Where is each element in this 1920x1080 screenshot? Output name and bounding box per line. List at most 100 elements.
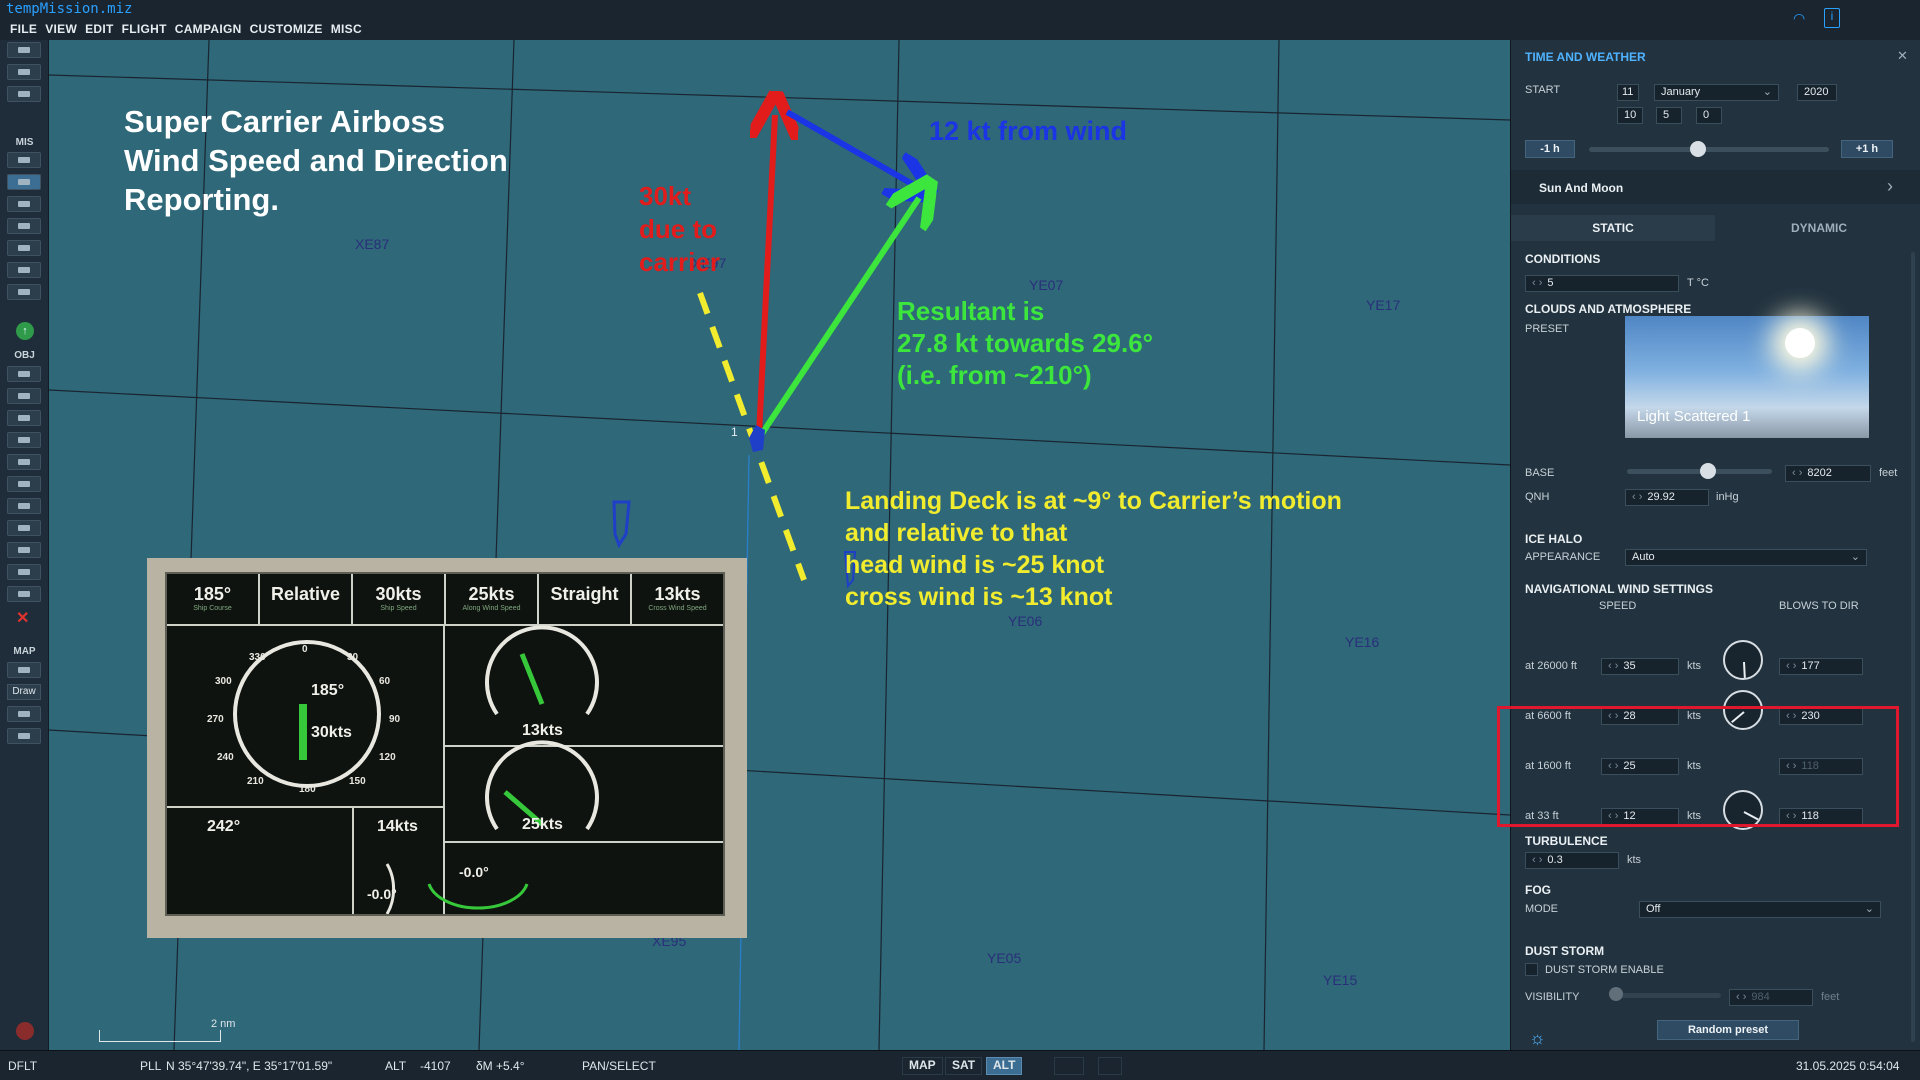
tower-icon[interactable]: i (1824, 8, 1840, 28)
yellow-line: and relative to that (845, 519, 1068, 547)
menu-edit[interactable]: EDIT (85, 22, 114, 36)
start-hour-input[interactable]: 10 (1617, 107, 1643, 124)
qnh-input[interactable]: ‹ ›29.92 (1625, 489, 1709, 506)
appearance-value: Auto (1632, 551, 1655, 563)
delete-icon[interactable]: ✕ (16, 610, 30, 627)
map-mode-button[interactable]: MAP (902, 1057, 943, 1075)
add-nav-point-button[interactable] (7, 542, 41, 558)
base-value: 8202 (1807, 467, 1832, 479)
weather-button[interactable] (7, 174, 41, 190)
temperature-input[interactable]: ‹ ›5 (1525, 275, 1679, 292)
ship-speed-bar (299, 704, 307, 760)
wind-direction-dial[interactable] (1723, 640, 1763, 680)
add-plane-button[interactable] (7, 366, 41, 382)
title-bar: tempMission.miz (0, 0, 1510, 18)
tab-dynamic[interactable]: DYNAMIC (1791, 221, 1847, 235)
add-vehicle-button[interactable] (7, 432, 41, 448)
turbulence-input[interactable]: ‹ ›0.3 (1525, 852, 1619, 869)
settings-icon[interactable] (1098, 1057, 1122, 1075)
start-year-input[interactable]: 2020 (1797, 84, 1837, 101)
left-toolbar: MIS ↑ OBJ ✕ MAP Draw (0, 40, 49, 1050)
preset-name: Light Scattered 1 (1637, 408, 1751, 425)
menu-misc[interactable]: MISC (330, 22, 362, 36)
base-slider-thumb[interactable] (1699, 463, 1716, 479)
compass-tick: 300 (215, 676, 232, 687)
check-button[interactable] (7, 262, 41, 278)
wind-speed-unit: kts (1687, 760, 1702, 772)
ship-trim-value: -0.0° (367, 886, 397, 902)
time-slider-thumb[interactable] (1689, 141, 1706, 157)
wind-speed-input[interactable]: ‹ ›35 (1601, 658, 1679, 675)
mission-goals-button[interactable] (7, 152, 41, 168)
along-wind: 25kts (468, 584, 515, 604)
fog-mode-select[interactable]: Off⌄ (1639, 901, 1881, 918)
menu-customize[interactable]: CUSTOMIZE (249, 22, 323, 36)
base-input[interactable]: ‹ ›8202 (1785, 465, 1871, 482)
open-mission-button[interactable] (7, 64, 41, 80)
add-template-button[interactable] (7, 476, 41, 492)
wind-direction-input[interactable]: ‹ ›118 (1779, 758, 1863, 775)
wind-direction-input[interactable]: ‹ ›177 (1779, 658, 1863, 675)
up-arrow-icon[interactable]: ↑ (16, 322, 34, 340)
add-initial-point-button[interactable] (7, 564, 41, 580)
visibility-input[interactable]: ‹ ›984 (1729, 989, 1813, 1006)
compass-course: 185° (311, 682, 345, 699)
start-day-input[interactable]: 11 (1617, 84, 1639, 101)
visibility-slider-track[interactable] (1609, 987, 1721, 1001)
grid-label: YE06 (1008, 613, 1043, 629)
sat-mode-button[interactable]: SAT (945, 1057, 983, 1075)
menu-campaign[interactable]: CAMPAIGN (174, 22, 242, 36)
base-slider-track[interactable] (1627, 463, 1772, 479)
layers-icon[interactable] (1054, 1057, 1084, 1075)
wind-direction-input[interactable]: ‹ ›230 (1779, 708, 1863, 725)
coordinates: N 35°47'39.74", E 35°17'01.59" (166, 1059, 333, 1073)
plus-hour-button[interactable]: +1 h (1841, 140, 1893, 158)
start-month-select[interactable]: January⌄ (1654, 84, 1779, 101)
save-mission-button[interactable] (7, 86, 41, 102)
draw-button[interactable]: Draw (7, 684, 41, 700)
menu-flight[interactable]: FLIGHT (121, 22, 167, 36)
visibility-slider-thumb[interactable] (1609, 987, 1623, 1001)
add-helicopter-button[interactable] (7, 388, 41, 404)
profile-select[interactable]: DFLT (8, 1059, 38, 1073)
panel-scrollbar[interactable] (1911, 252, 1915, 1042)
wind-direction-dial[interactable] (1723, 790, 1763, 830)
compass-tick: 240 (217, 752, 234, 763)
minus-hour-button[interactable]: -1 h (1525, 140, 1575, 158)
resource-manager-button[interactable] (7, 284, 41, 300)
briefing-button[interactable] (7, 240, 41, 256)
add-zone-button[interactable] (7, 498, 41, 514)
add-shape-button[interactable] (7, 586, 41, 602)
wind-speed-input[interactable]: ‹ ›25 (1601, 758, 1679, 775)
add-ship-button[interactable] (7, 410, 41, 426)
menu-view[interactable]: VIEW (45, 22, 78, 36)
tab-static[interactable]: STATIC (1511, 215, 1715, 241)
map-view[interactable]: XE87 XE97 YE07 YE17 YE06 YE16 YE05 YE15 … (49, 40, 1510, 1050)
record-icon[interactable] (16, 1022, 34, 1040)
random-preset-button[interactable]: Random preset (1657, 1020, 1799, 1040)
map-view-button[interactable] (7, 728, 41, 744)
time-slider-track[interactable] (1589, 141, 1829, 157)
map-options-button[interactable] (7, 662, 41, 678)
add-target-button[interactable] (7, 520, 41, 536)
sun-moon-row[interactable]: Sun And Moon › (1511, 170, 1920, 204)
close-icon[interactable]: ✕ (1897, 48, 1908, 63)
ruler-button[interactable] (7, 706, 41, 722)
coalitions-button[interactable] (7, 218, 41, 234)
grid-label: YE07 (1029, 277, 1064, 293)
appearance-select[interactable]: Auto⌄ (1625, 549, 1867, 566)
green-line: 27.8 kt towards 29.6° (897, 328, 1154, 358)
add-static-button[interactable] (7, 454, 41, 470)
cloud-preset-preview[interactable]: Light Scattered 1 (1625, 316, 1869, 438)
new-mission-button[interactable] (7, 42, 41, 58)
wind-speed-value: 12 (1623, 810, 1636, 822)
wind-direction-input[interactable]: ‹ ›118 (1779, 808, 1863, 825)
wind-direction-dial[interactable] (1723, 690, 1763, 730)
start-minute-input[interactable]: 5 (1656, 107, 1682, 124)
triggers-button[interactable] (7, 196, 41, 212)
start-second-input[interactable]: 0 (1696, 107, 1722, 124)
fog-mode-value: Off (1646, 903, 1661, 915)
alt-mode-button[interactable]: ALT (986, 1057, 1023, 1075)
menu-file[interactable]: FILE (10, 22, 38, 36)
dust-enable-checkbox[interactable] (1525, 963, 1538, 976)
